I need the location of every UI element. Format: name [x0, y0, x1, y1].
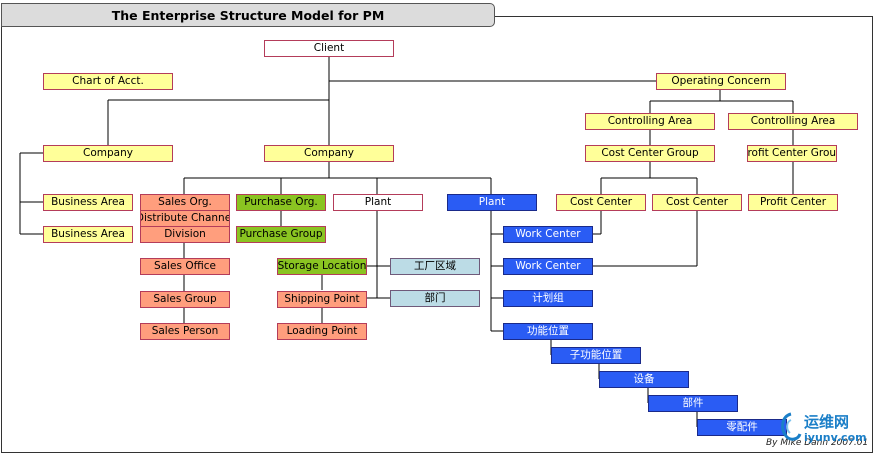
sales-group-node: Sales Group — [140, 291, 230, 308]
business-area-node-1: Business Area — [43, 194, 133, 211]
plant-node-logistics: Plant — [333, 194, 423, 211]
swirl-icon — [781, 412, 802, 441]
plant-node-maintenance: Plant — [447, 194, 537, 211]
shipping-point-node: Shipping Point — [277, 291, 367, 308]
cost-center-node-1: Cost Center — [556, 194, 646, 211]
department-node: 部门 — [390, 290, 480, 307]
division-node: Division — [140, 226, 230, 243]
profit-center-group-node: Profit Center Group — [747, 145, 837, 162]
purchase-group-node: Purchase Group — [236, 226, 326, 243]
company-node-2: Company — [264, 145, 394, 162]
company-node-1: Company — [43, 145, 173, 162]
chart-of-accounts-node: Chart of Acct. — [43, 73, 173, 90]
equipment-node: 设备 — [599, 371, 689, 388]
storage-location-node: Storage Location — [277, 258, 367, 275]
planner-group-node: 计划组 — [503, 290, 593, 307]
cost-center-node-2: Cost Center — [652, 194, 742, 211]
watermark-url: iyunv.com — [804, 431, 867, 444]
operating-concern-node: Operating Concern — [656, 73, 786, 90]
work-center-node-2: Work Center — [503, 258, 593, 275]
author-credit: By Mike Dann 2007.01 — [766, 438, 869, 448]
profit-center-node: Profit Center — [748, 194, 838, 211]
sub-functional-location-node: 子功能位置 — [551, 347, 641, 364]
loading-point-node: Loading Point — [277, 323, 367, 340]
functional-location-node: 功能位置 — [503, 323, 593, 340]
controlling-area-node-2: Controlling Area — [728, 113, 858, 130]
watermark-logo: 运维网 iyunv.com — [778, 408, 874, 448]
cost-center-group-node: Cost Center Group — [585, 145, 715, 162]
sales-person-node: Sales Person — [140, 323, 230, 340]
sales-org-node: Sales Org. — [140, 194, 230, 211]
purchase-org-node: Purchase Org. — [236, 194, 326, 211]
sales-office-node: Sales Office — [140, 258, 230, 275]
client-node: Client — [264, 40, 394, 57]
controlling-area-node-1: Controlling Area — [585, 113, 715, 130]
watermark-name: 运维网 — [804, 413, 850, 431]
page-title: The Enterprise Structure Model for PM — [1, 3, 495, 27]
plant-area-node: 工厂区域 — [390, 258, 480, 275]
business-area-node-2: Business Area — [43, 226, 133, 243]
spare-part-node: 零配件 — [697, 419, 787, 436]
work-center-node-1: Work Center — [503, 226, 593, 243]
component-node: 部件 — [648, 395, 738, 412]
distribute-channel-node: Distribute Channel — [140, 210, 230, 227]
